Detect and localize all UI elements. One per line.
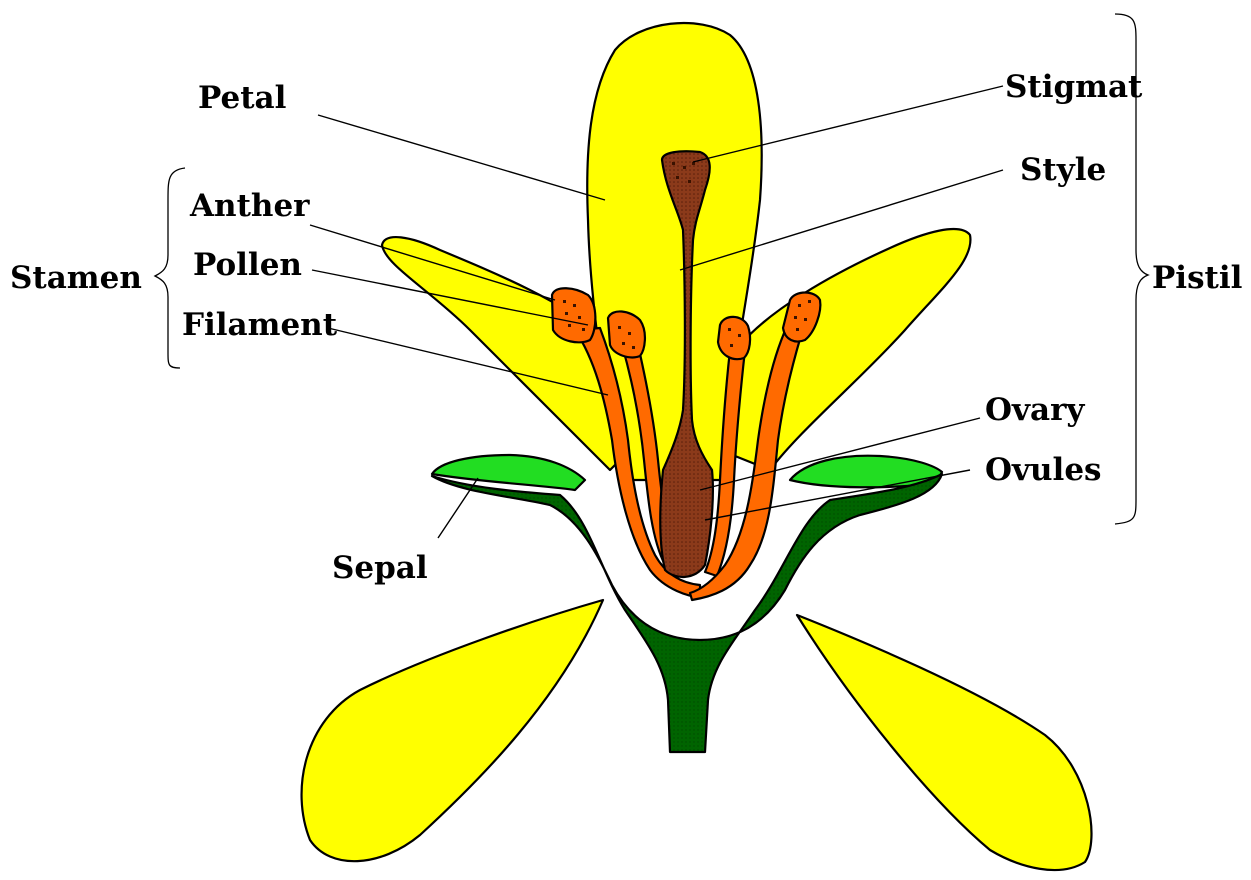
label-filament: Filament <box>182 307 338 343</box>
label-pollen: Pollen <box>193 247 302 283</box>
label-anther: Anther <box>189 188 310 224</box>
anther-right-inner <box>718 317 750 359</box>
lower-right-petal <box>797 615 1092 870</box>
lower-left-petal <box>302 600 603 861</box>
label-stigma: Stigmat <box>1005 69 1143 105</box>
label-stamen: Stamen <box>10 260 142 296</box>
leader-petal <box>318 115 605 200</box>
label-ovules: Ovules <box>985 452 1102 488</box>
anther-left-outer <box>552 288 595 342</box>
petal-right <box>718 229 970 470</box>
label-sepal: Sepal <box>332 550 428 586</box>
anther-left-inner <box>608 311 645 357</box>
label-pistil: Pistil <box>1152 260 1242 296</box>
label-petal: Petal <box>198 80 286 116</box>
label-ovary: Ovary <box>985 392 1085 428</box>
label-style: Style <box>1020 152 1106 188</box>
stamen-bracket <box>155 168 185 368</box>
